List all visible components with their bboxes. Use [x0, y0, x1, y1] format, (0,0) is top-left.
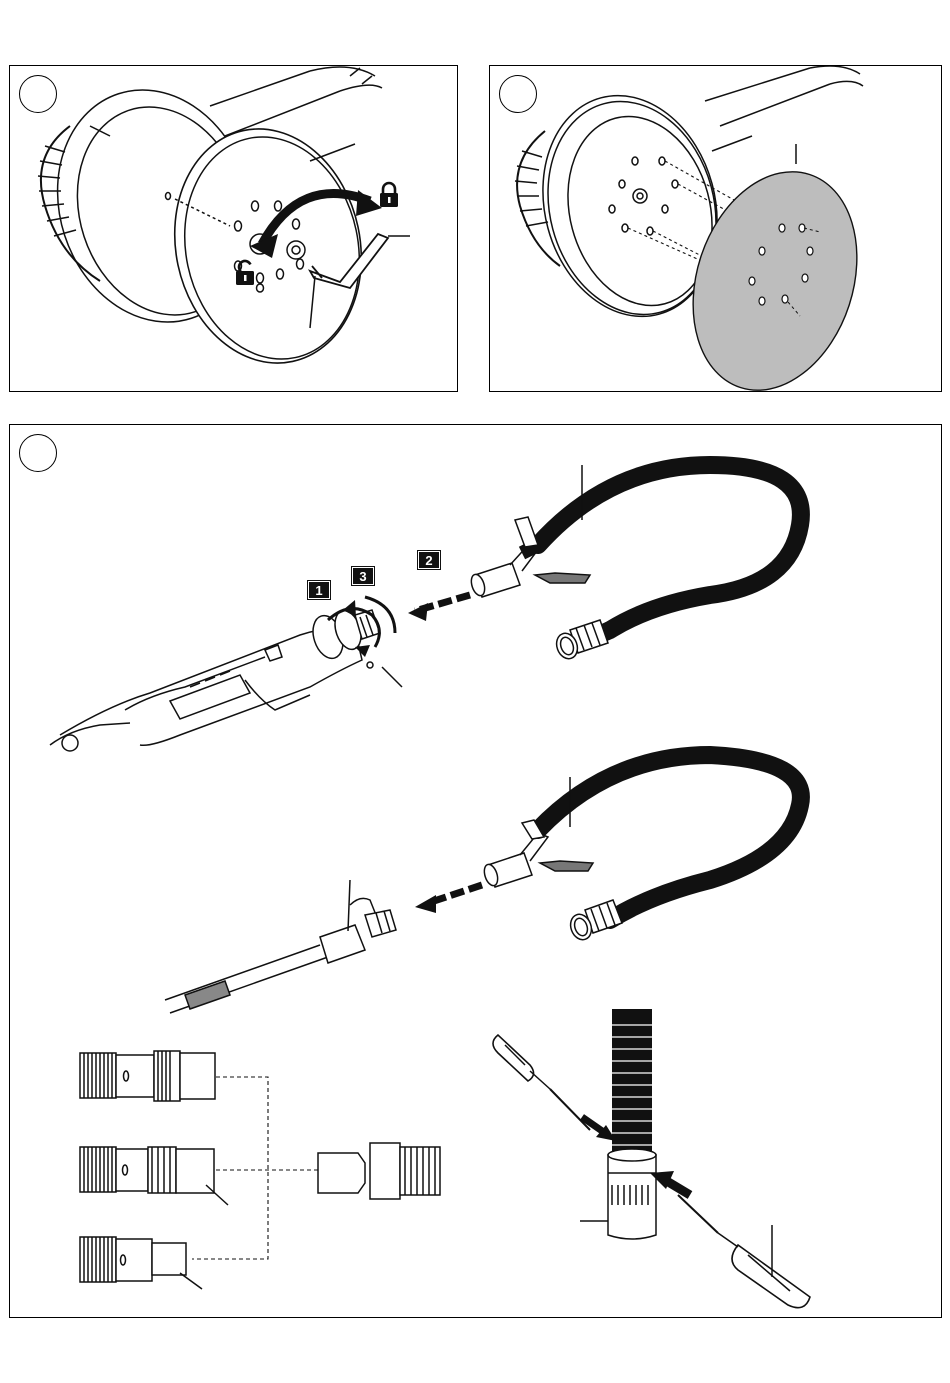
adapter-variant-1: [80, 1051, 215, 1101]
hose-end-connector: [318, 1143, 440, 1199]
dust-hose-coil: [38, 126, 100, 281]
leader-line-pad: [712, 136, 752, 151]
backing-pad-illustration: [10, 66, 459, 393]
leader-line-extension: [348, 880, 350, 931]
insert-arrow-icon: [582, 1117, 616, 1141]
leader-line-adapter-2: [206, 1185, 228, 1205]
extension-tube: [165, 898, 396, 1013]
hose-adapter-middle: [482, 820, 593, 887]
hose-cuff-upper: [553, 620, 608, 662]
dust-extraction-illustration: [10, 425, 943, 1319]
sanding-disc: [666, 150, 884, 393]
leader-line-adapter-3: [180, 1273, 202, 1289]
hose-cuff-lower: [608, 1149, 656, 1239]
panel-remove-backing-pad: [9, 65, 458, 392]
insert-arrow-icon: [428, 885, 482, 903]
screwdriver-icon: [678, 1195, 810, 1308]
extraction-hose-middle: [538, 755, 801, 920]
extraction-hose-upper: [522, 465, 801, 635]
screwdriver-icon: [493, 1035, 590, 1130]
adapter-variants: [80, 1051, 440, 1289]
sanding-disc-illustration: [490, 66, 943, 393]
panel-attach-sanding-disc: [489, 65, 942, 392]
adapter-variant-3: [80, 1237, 186, 1282]
panel-dust-extraction: 1 2 3: [9, 424, 942, 1318]
hose-adapter-upper: [469, 517, 590, 597]
adapter-variant-2: [80, 1147, 214, 1193]
vertical-hose: [612, 1009, 652, 1159]
lock-closed-icon: [380, 183, 398, 207]
leader-line-collar: [382, 667, 402, 687]
sander-body-upper: [50, 607, 380, 751]
hose-cuff-middle: [567, 900, 622, 943]
